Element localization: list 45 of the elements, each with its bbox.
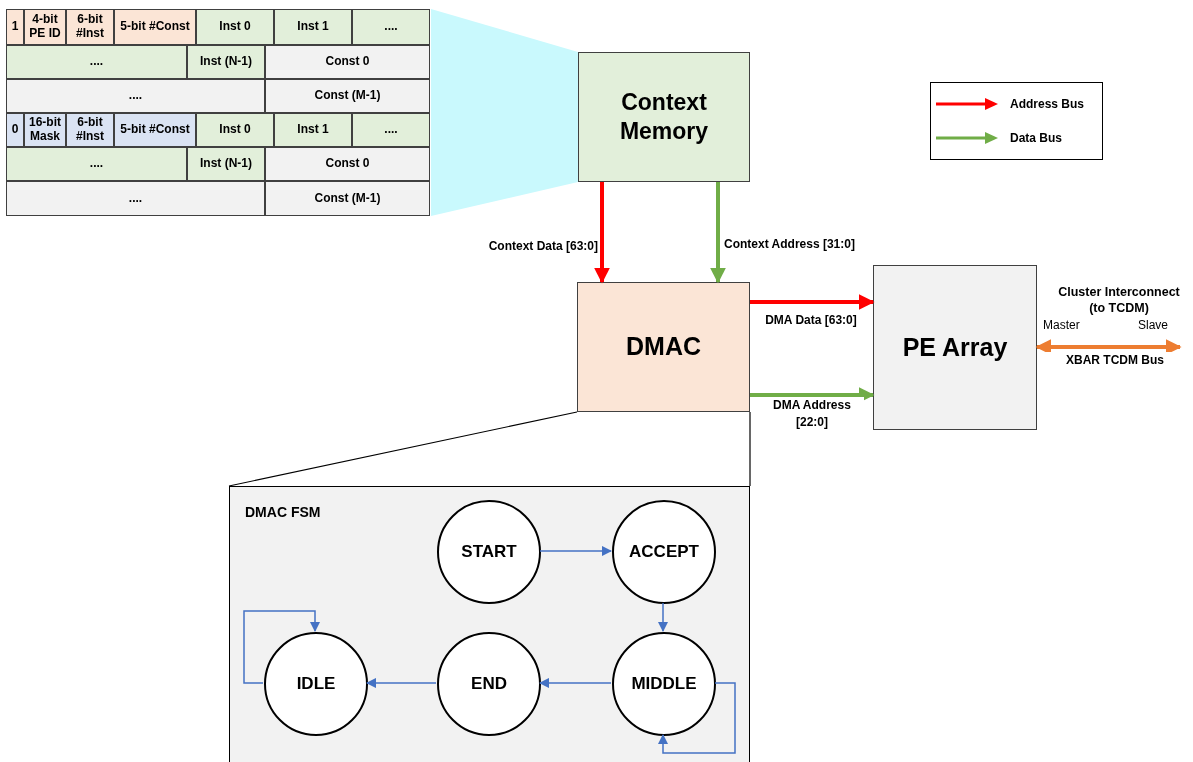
arrow: [365, 677, 437, 689]
table-cell: Inst 0: [196, 9, 274, 45]
arrow: [750, 387, 875, 403]
table-cell: Const (M-1): [265, 79, 430, 113]
table-cell: ....: [352, 9, 430, 45]
table-cell: 6-bit #Inst: [66, 113, 114, 147]
table-cell: ....: [6, 45, 187, 79]
table-cell: 5-bit #Const: [114, 9, 196, 45]
arrow: [538, 677, 612, 689]
table-cell: ....: [352, 113, 430, 147]
arrow: [1035, 339, 1182, 355]
table-cell: 0: [6, 113, 24, 147]
port-label: Slave: [1138, 318, 1170, 334]
block-box: Context Memory: [578, 52, 750, 182]
arrow: [594, 182, 610, 284]
table-cell: Const 0: [265, 45, 430, 79]
arrow: [243, 610, 321, 684]
fsm-panel: [229, 486, 750, 762]
table-cell: ....: [6, 79, 265, 113]
table-cell: Inst 0: [196, 113, 274, 147]
legend-label: Data Bus: [1010, 130, 1062, 147]
table-cell: Const (M-1): [265, 181, 430, 216]
table-cell: 16-bit Mask: [24, 113, 66, 147]
arrow: [657, 682, 736, 754]
table-cell: Inst 1: [274, 9, 352, 45]
panel-title: DMAC FSM: [245, 503, 321, 522]
arrow: [657, 602, 669, 633]
table-cell: ....: [6, 147, 187, 181]
table-cell: 1: [6, 9, 24, 45]
table-cell: 4-bit PE ID: [24, 9, 66, 45]
table-cell: Inst (N-1): [187, 147, 265, 181]
block-box: DMAC: [577, 282, 750, 412]
table-cell: Inst (N-1): [187, 45, 265, 79]
table-cell: Inst 1: [274, 113, 352, 147]
arrow: [750, 294, 875, 310]
arrow: [710, 182, 726, 284]
legend-label: Address Bus: [1010, 96, 1085, 113]
table-cell: 6-bit #Inst: [66, 9, 114, 45]
table-cell: 5-bit #Const: [114, 113, 196, 147]
port-label: Master: [1043, 318, 1081, 334]
block-box: PE Array: [873, 265, 1037, 430]
bus-title: Cluster Interconnect (to TCDM): [1057, 284, 1181, 317]
arrow: [539, 545, 613, 557]
table-cell: Const 0: [265, 147, 430, 181]
table-cell: ....: [6, 181, 265, 216]
